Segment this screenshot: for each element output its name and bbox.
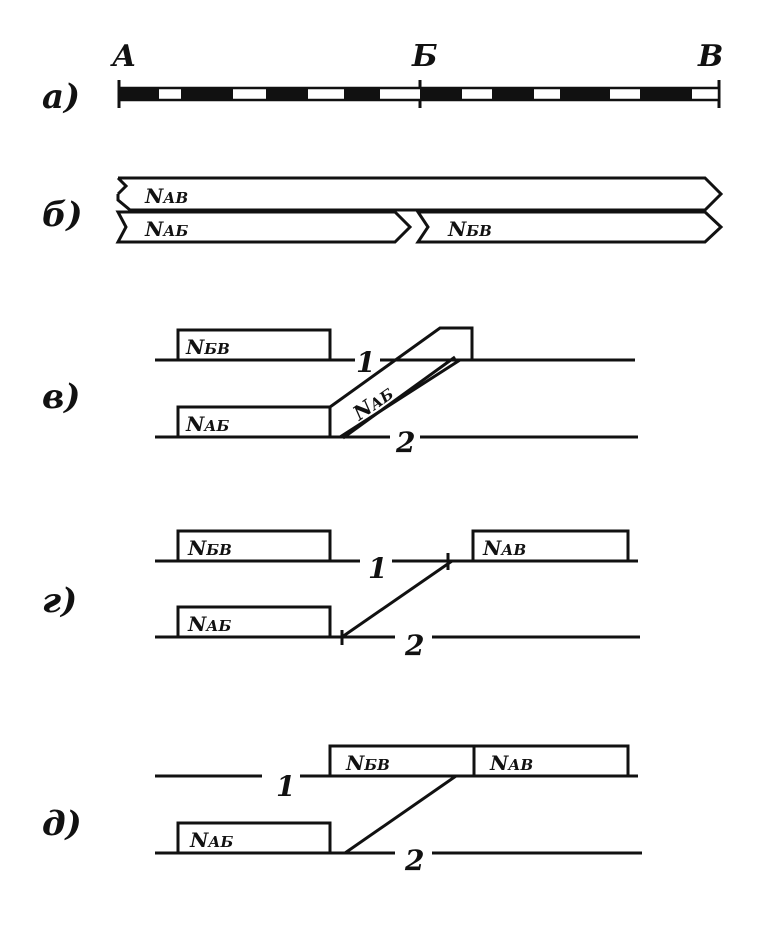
arrow-n-av	[116, 176, 724, 212]
box-n-ab-v	[176, 405, 332, 439]
row-label-g: г)	[42, 581, 77, 621]
track-segments	[119, 88, 692, 100]
row-label-b: б)	[42, 195, 83, 235]
row-label-a: а)	[42, 77, 80, 117]
box-n-ab-g	[176, 605, 332, 639]
row-label-v: в)	[42, 377, 80, 417]
row-b: б) NАВ NАБ NБВ	[42, 176, 724, 244]
box-n-bv-v	[176, 328, 332, 362]
label-n-bv-g: NБВ	[187, 536, 232, 560]
label-n-av-d: NАВ	[489, 751, 533, 775]
point-label-v: В	[697, 39, 723, 74]
label-n-av-g: NАВ	[482, 536, 526, 560]
box-n-bv-g	[176, 529, 332, 563]
box-n-av-g	[471, 529, 630, 563]
row-g: г) 1 NБВ NАВ 2 NАБ	[42, 529, 640, 662]
crossover-v	[342, 355, 456, 440]
arrow-n-av-tail	[116, 176, 129, 196]
row-d: д) 1 NБВ NАВ 2 NАБ	[42, 744, 642, 877]
arrow-n-bv	[415, 210, 724, 244]
point-label-b: Б	[411, 39, 438, 74]
slanted-band-bottom	[330, 358, 461, 439]
track-2-label-d: 2	[404, 844, 424, 877]
box-n-ab-d	[176, 821, 332, 855]
crossover-g	[341, 559, 453, 639]
label-n-ab: NАБ	[144, 217, 188, 241]
box-n-av-d	[472, 744, 630, 778]
track-1-label-g: 1	[368, 552, 387, 585]
row-v: в) 1 NБВ 2 NАБ NАБ	[42, 326, 638, 459]
slanted-band-top	[329, 326, 474, 409]
track-2-label-g: 2	[404, 629, 424, 662]
track-2-label: 2	[395, 426, 415, 459]
point-label-a: А	[110, 39, 136, 74]
label-n-bv: NБВ	[447, 217, 492, 241]
track-1-label: 1	[356, 346, 375, 379]
row-label-d: д)	[42, 804, 82, 844]
arrow-n-ab	[115, 210, 413, 244]
row-a: а) А Б В	[42, 39, 723, 117]
label-n-bv-d: NБВ	[345, 751, 390, 775]
track-1-label-d: 1	[276, 770, 295, 803]
label-n-ab-v: NАБ	[185, 412, 229, 436]
label-n-ab-g: NАБ	[187, 612, 231, 636]
crossover-d	[344, 774, 457, 855]
label-n-av: NАВ	[144, 184, 188, 208]
label-n-bv-v: NБВ	[185, 335, 230, 359]
label-n-ab-d: NАБ	[189, 828, 233, 852]
